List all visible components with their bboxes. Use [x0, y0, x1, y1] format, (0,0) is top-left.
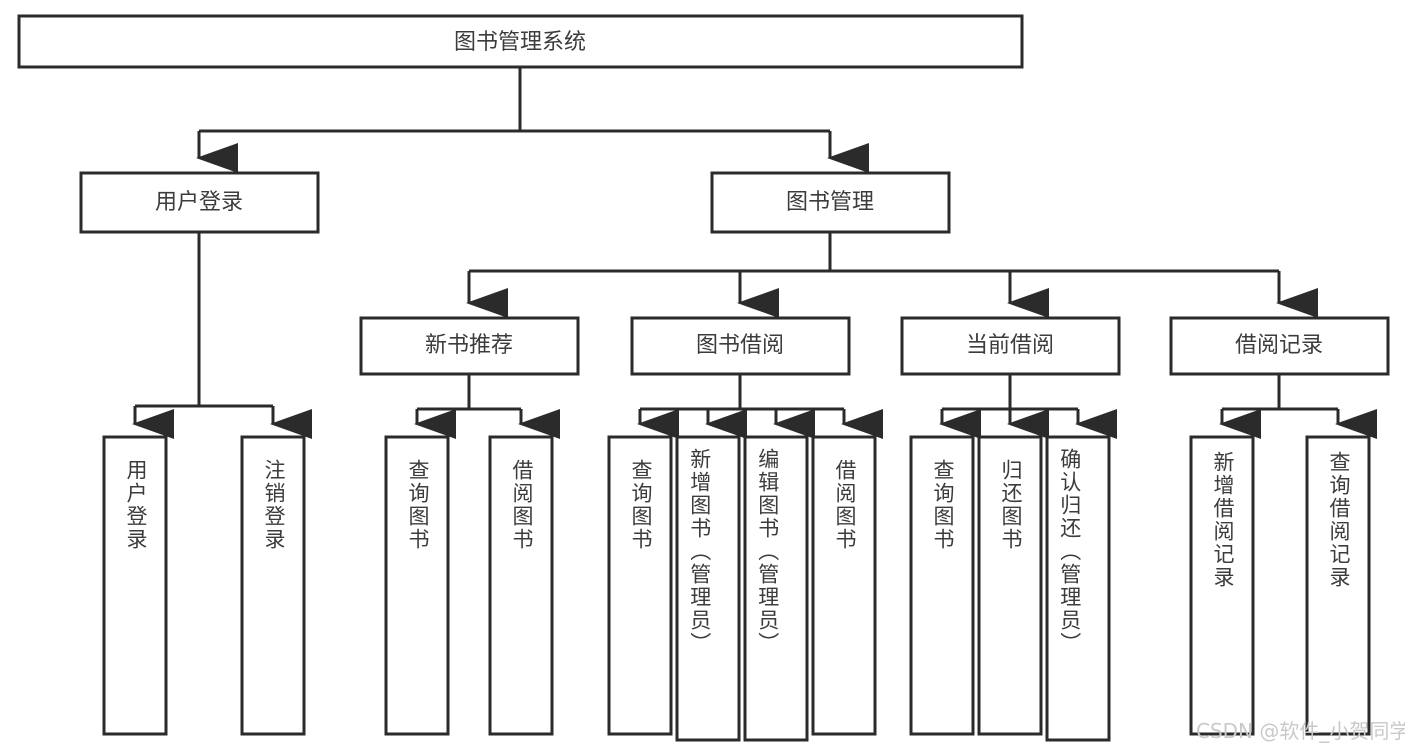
node-leaf-query-book-1-label: 查询图书	[406, 459, 430, 551]
node-leaf-logout-login[interactable]: 注销登录	[240, 435, 306, 736]
node-root-box[interactable]	[17, 14, 1024, 69]
node-leaf-edit-book-admin[interactable]: 编辑图书（管理员）	[743, 435, 809, 742]
node-leaf-query-borrow-record-box[interactable]	[1305, 435, 1371, 736]
node-leaf-query-book-3-box[interactable]	[909, 435, 975, 736]
node-leaf-user-login[interactable]: 用户登录	[102, 435, 168, 736]
node-leaf-confirm-return-admin-box[interactable]	[1045, 435, 1111, 742]
node-book-manage-label: 图书管理	[786, 190, 874, 215]
node-user-login[interactable]: 用户登录	[79, 171, 320, 234]
node-book-manage-box[interactable]	[710, 171, 951, 234]
node-leaf-borrow-book-2-label: 借阅图书	[833, 459, 857, 551]
node-leaf-return-book-label: 归还图书	[999, 459, 1023, 551]
node-leaf-borrow-book-2[interactable]: 借阅图书	[811, 435, 877, 736]
node-leaf-add-book-admin[interactable]: 新增图书（管理员）	[675, 435, 741, 742]
node-leaf-borrow-book-1[interactable]: 借阅图书	[488, 435, 554, 736]
node-leaf-add-borrow-record-label: 新增借阅记录	[1211, 451, 1235, 589]
node-new-book-recommend-box[interactable]	[359, 316, 580, 376]
node-current-borrow-label: 当前借阅	[966, 333, 1054, 358]
node-leaf-query-borrow-record-label: 查询借阅记录	[1327, 451, 1351, 589]
node-leaf-query-book-1[interactable]: 查询图书	[384, 435, 450, 736]
node-book-borrow-label: 图书借阅	[696, 333, 784, 358]
node-leaf-borrow-book-1-box[interactable]	[488, 435, 554, 736]
node-current-borrow-box[interactable]	[900, 316, 1121, 376]
watermark-text: CSDN @软件_小贺同学	[1196, 719, 1405, 743]
node-leaf-add-book-admin-box[interactable]	[675, 435, 741, 742]
node-book-borrow[interactable]: 图书借阅	[630, 316, 851, 376]
node-book-borrow-box[interactable]	[630, 316, 851, 376]
node-leaf-query-book-1-box[interactable]	[384, 435, 450, 736]
node-leaf-borrow-book-1-label: 借阅图书	[510, 459, 534, 551]
node-book-manage[interactable]: 图书管理	[710, 171, 951, 234]
node-leaf-return-book-box[interactable]	[977, 435, 1043, 736]
node-leaf-edit-book-admin-box[interactable]	[743, 435, 809, 742]
node-leaf-query-book-3-label: 查询图书	[931, 459, 955, 551]
node-leaf-query-book-3[interactable]: 查询图书	[909, 435, 975, 736]
node-leaf-query-book-2[interactable]: 查询图书	[607, 435, 673, 736]
node-borrow-record[interactable]: 借阅记录	[1169, 316, 1390, 376]
edges-layer	[132, 68, 1377, 439]
node-leaf-add-borrow-record[interactable]: 新增借阅记录	[1189, 435, 1255, 736]
node-leaf-query-borrow-record[interactable]: 查询借阅记录	[1305, 435, 1371, 736]
node-leaf-edit-book-admin-label: 编辑图书（管理员）	[756, 448, 780, 655]
node-leaf-return-book[interactable]: 归还图书	[977, 435, 1043, 736]
node-leaf-confirm-return-admin-label: 确认归还（管理员）	[1058, 448, 1082, 655]
node-new-book-recommend-label: 新书推荐	[425, 333, 513, 358]
node-leaf-user-login-box[interactable]	[102, 435, 168, 736]
node-current-borrow[interactable]: 当前借阅	[900, 316, 1121, 376]
node-root[interactable]: 图书管理系统	[17, 14, 1024, 69]
node-leaf-logout-login-box[interactable]	[240, 435, 306, 736]
nodes-layer: 图书管理系统 用户登录 图书管理 新书推荐 图书借阅 当前	[17, 14, 1390, 742]
node-leaf-logout-login-label: 注销登录	[262, 459, 286, 551]
node-leaf-add-book-admin-label: 新增图书（管理员）	[688, 448, 712, 655]
node-borrow-record-label: 借阅记录	[1235, 333, 1323, 358]
node-leaf-borrow-book-2-box[interactable]	[811, 435, 877, 736]
node-leaf-query-book-2-label: 查询图书	[629, 459, 653, 551]
node-leaf-user-login-label: 用户登录	[124, 459, 148, 551]
node-new-book-recommend[interactable]: 新书推荐	[359, 316, 580, 376]
node-user-login-label: 用户登录	[155, 190, 243, 215]
node-leaf-query-book-2-box[interactable]	[607, 435, 673, 736]
node-leaf-add-borrow-record-box[interactable]	[1189, 435, 1255, 736]
node-root-label: 图书管理系统	[454, 30, 586, 55]
node-borrow-record-box[interactable]	[1169, 316, 1390, 376]
node-leaf-confirm-return-admin[interactable]: 确认归还（管理员）	[1045, 435, 1111, 742]
node-user-login-box[interactable]	[79, 171, 320, 234]
